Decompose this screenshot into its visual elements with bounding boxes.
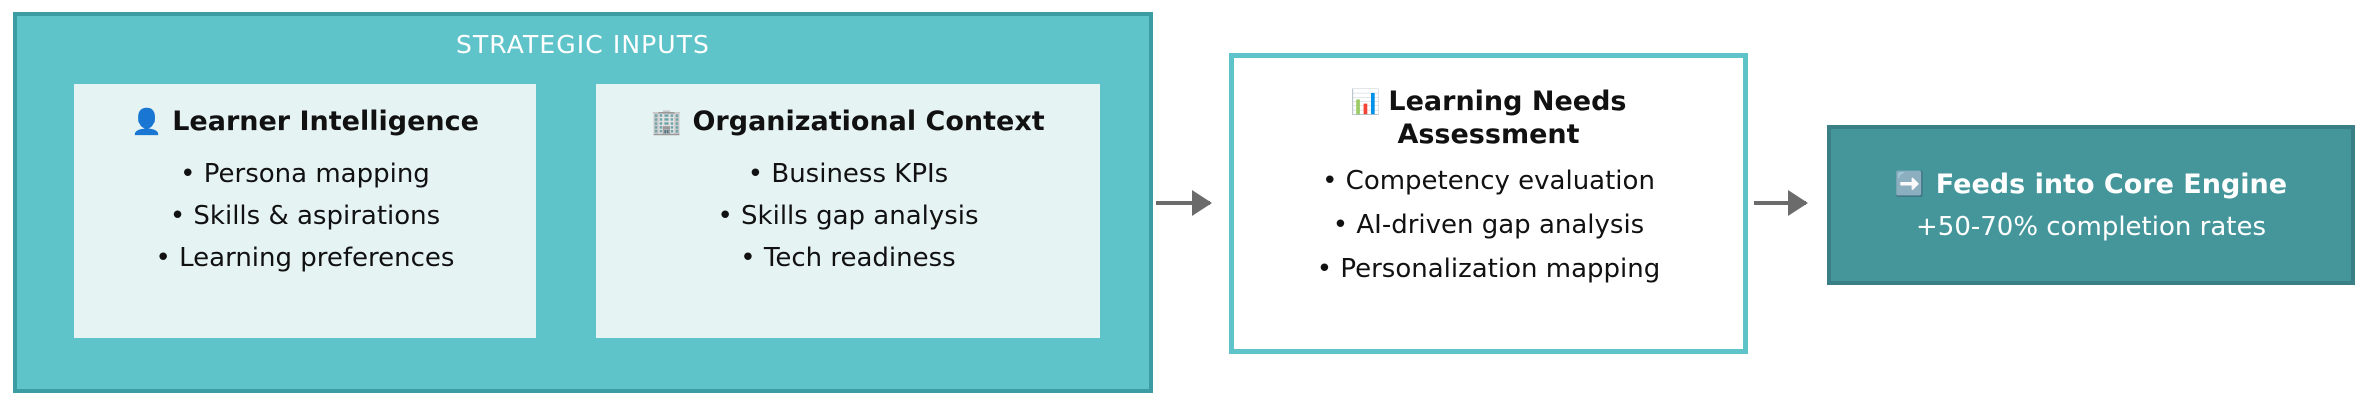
- outcome-subtitle: +50-70% completion rates: [1916, 211, 2266, 242]
- card-learner-intelligence[interactable]: 👤 Learner Intelligence • Persona mapping…: [74, 84, 536, 338]
- outcome-title: ➡️ Feeds into Core Engine: [1895, 169, 2287, 200]
- list-item: • Personalization mapping: [1316, 253, 1661, 284]
- card-heading: 🏢 Organizational Context: [651, 106, 1044, 137]
- arrow-inputs-to-assessment: [1156, 201, 1210, 205]
- list-item: • Skills & aspirations: [169, 201, 441, 231]
- strategic-inputs-title: STRATEGIC INPUTS: [455, 30, 711, 59]
- list-item: • Competency evaluation: [1322, 165, 1655, 196]
- bar-chart-icon: 📊: [1350, 88, 1381, 116]
- input-cards-row: 👤 Learner Intelligence • Persona mapping…: [74, 84, 1100, 338]
- list-item: • Tech readiness: [740, 243, 956, 273]
- outcome-title-label: Feeds into Core Engine: [1935, 168, 2288, 200]
- feeds-into-core-engine-box[interactable]: ➡️ Feeds into Core Engine +50-70% comple…: [1827, 125, 2355, 285]
- strategic-inputs-panel: STRATEGIC INPUTS 👤 Learner Intelligence …: [13, 12, 1153, 393]
- card-heading-label: Learner Intelligence: [172, 106, 479, 137]
- list-item: • AI-driven gap analysis: [1332, 209, 1645, 240]
- learning-needs-assessment-box[interactable]: 📊Learning Needs Assessment • Competency …: [1229, 53, 1748, 354]
- card-heading-label: Organizational Context: [692, 106, 1045, 137]
- right-arrow-icon: ➡️: [1894, 170, 1925, 198]
- list-item: • Learning preferences: [155, 243, 455, 273]
- card-organizational-context[interactable]: 🏢 Organizational Context • Business KPIs…: [596, 84, 1100, 338]
- office-building-icon: 🏢: [651, 107, 683, 136]
- list-item: • Skills gap analysis: [717, 201, 979, 231]
- bust-in-silhouette-icon: 👤: [131, 107, 163, 136]
- arrow-assessment-to-outcome: [1754, 201, 1806, 205]
- list-item: • Business KPIs: [747, 159, 949, 189]
- card-heading: 👤 Learner Intelligence: [131, 106, 479, 137]
- list-item: • Persona mapping: [180, 159, 430, 189]
- assessment-title-label: Learning Needs Assessment: [1388, 86, 1627, 150]
- assessment-title: 📊Learning Needs Assessment: [1324, 86, 1654, 152]
